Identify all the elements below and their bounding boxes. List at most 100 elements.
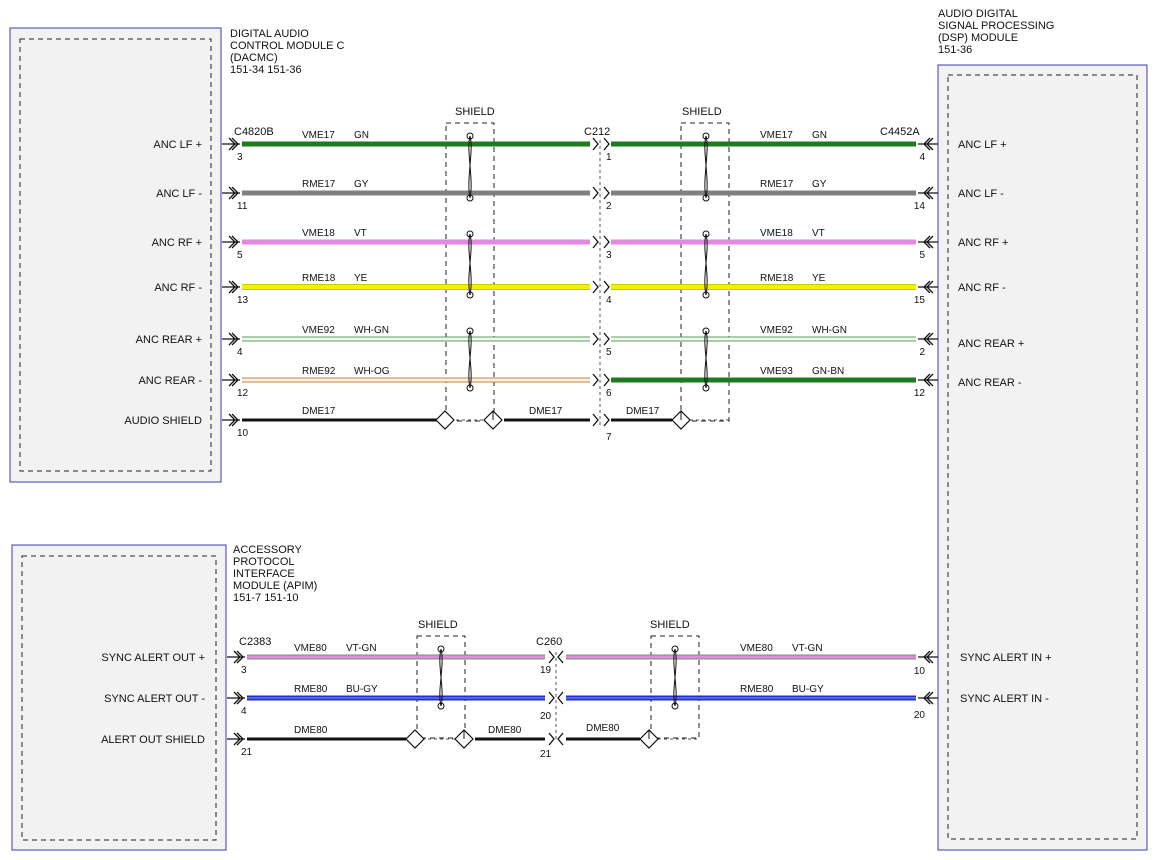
shield-label-top-2: SHIELD [682,106,722,118]
apim-title-2: PROTOCOL [233,556,295,568]
drain-label: DME17 [529,406,563,417]
wire-circuit-label: VME92 [302,325,335,336]
wire-color-label: YE [812,273,826,284]
wire-circuit-label: VME17 [760,130,793,141]
shield-box-top-1 [445,122,495,422]
wire-color-label: GY [812,179,827,190]
wire-color-label: VT [354,228,367,239]
connector-c260: C260 [536,636,562,648]
pin-label-anc-lf-plus-right: ANC LF + [958,139,1007,151]
pin-num-left-7: 10 [237,428,249,439]
drain-label: DME80 [488,725,522,736]
wire-circuit-label: RME18 [302,273,336,284]
wire-circuit-label: RME18 [760,273,794,284]
pin-label-anc-rear-plus-right: ANC REAR + [958,338,1024,350]
pin-num-right-1: 4 [919,152,925,163]
pin-num-right-4: 15 [914,295,926,306]
pin-num-bottom-right-2: 20 [914,710,926,721]
apim-title-3: INTERFACE [233,568,295,580]
wire-bottom-row-3-drain [247,729,698,749]
pin-label-audio-shield: AUDIO SHIELD [124,415,202,427]
shield-box-top-2 [680,122,730,422]
dacmc-title-1: DIGITAL AUDIO [230,28,309,40]
shield-label-bottom-1: SHIELD [418,619,458,631]
pin-label-anc-rf-plus-right: ANC RF + [958,237,1008,249]
apim-title-4: MODULE (APIM) [233,580,317,592]
pin-num-mid-1: 1 [606,152,612,163]
pin-num-left-1: 3 [237,152,243,163]
wire-color-label: WH-GN [354,325,389,336]
twisted-pair-marks-top [466,132,710,392]
connector-arrows-top [222,137,938,427]
pin-num-mid-5: 5 [606,347,612,358]
pin-label-anc-lf-minus-right: ANC LF - [958,188,1004,200]
wire-circuit-label: VME17 [302,130,335,141]
pin-num-left-2: 11 [237,201,248,212]
pin-label-anc-lf-plus-left: ANC LF + [153,139,202,151]
pin-label-alert-out-shield: ALERT OUT SHIELD [101,734,205,746]
wire-circuit-label: VME80 [740,643,773,654]
wire-circuit-label: RME80 [740,684,774,695]
pin-label-anc-rear-plus-left: ANC REAR + [136,334,202,346]
pin-num-right-2: 14 [914,201,926,212]
connector-c2383: C2383 [239,636,271,648]
drain-label: DME80 [586,723,620,734]
dsp-title-1: AUDIO DIGITAL [938,8,1018,20]
pin-label-anc-rf-minus-left: ANC RF - [154,282,202,294]
wire-circuit-label: VME93 [760,366,793,377]
pin-label-anc-lf-minus-left: ANC LF - [156,188,202,200]
pin-num-right-5: 2 [919,347,925,358]
pin-num-right-6: 12 [914,388,926,399]
wire-circuit-label: VME80 [294,643,327,654]
shield-box-bottom-2 [650,635,700,739]
dacmc-title-3: (DACMC) [230,52,278,64]
wire-circuit-label: VME18 [302,228,335,239]
wire-color-label: VT-GN [792,643,823,654]
wire-color-label: YE [354,273,368,284]
pin-num-bottom-left-1: 3 [241,665,247,676]
wire-color-label: GY [354,179,369,190]
pin-num-mid-2: 2 [606,201,612,212]
connector-c4452a: C4452A [880,126,920,138]
wire-circuit-label: RME17 [760,179,794,190]
pin-num-mid-7: 7 [606,432,612,443]
wire-row-7-drain [242,410,730,430]
pin-label-anc-rear-minus-left: ANC REAR - [138,375,202,387]
pin-num-bottom-left-3: 21 [241,747,253,758]
module-apim [11,544,227,851]
wire-color-label: BU-GY [792,684,824,695]
dacmc-title-4: 151-34 151-36 [230,64,302,76]
pin-label-anc-rear-minus-right: ANC REAR - [958,377,1022,389]
pin-num-bottom-mid-2: 20 [540,711,552,722]
twisted-pair-marks-bottom [437,645,679,710]
drain-label: DME80 [294,725,328,736]
wire-circuit-label: VME92 [760,325,793,336]
wire-color-label: GN [812,130,827,141]
pin-label-sync-alert-out-plus: SYNC ALERT OUT + [101,652,205,664]
wire-color-label: VT-GN [346,643,377,654]
wire-color-label: VT [812,228,825,239]
wire-circuit-label: RME17 [302,179,336,190]
bottom-wire-labels: VME80 VT-GN VME80 VT-GN RME80 BU-GY RME8… [294,643,824,736]
pin-num-left-5: 4 [237,347,243,358]
shield-label-top-1: SHIELD [455,106,495,118]
apim-title-1: ACCESSORY [233,544,303,556]
pin-num-bottom-mid-1: 19 [540,665,552,676]
module-dsp [937,64,1148,851]
pin-num-left-6: 12 [237,388,249,399]
dsp-title-2: SIGNAL PROCESSING [938,20,1054,32]
shield-label-bottom-2: SHIELD [650,619,690,631]
pin-label-anc-rf-plus-left: ANC RF + [152,237,202,249]
wire-color-label: WH-OG [354,366,390,377]
pin-label-sync-alert-in-plus: SYNC ALERT IN + [960,652,1052,664]
pin-label-anc-rf-minus-right: ANC RF - [958,282,1006,294]
pin-label-sync-alert-in-minus: SYNC ALERT IN - [960,693,1049,705]
shield-box-bottom-1 [416,635,466,739]
pin-num-mid-3: 3 [606,250,612,261]
drain-label: DME17 [302,406,336,417]
wire-circuit-label: RME92 [302,366,336,377]
drain-label: DME17 [626,406,660,417]
dacmc-title-2: CONTROL MODULE C [230,40,345,52]
connector-arrows-bottom [227,650,938,746]
